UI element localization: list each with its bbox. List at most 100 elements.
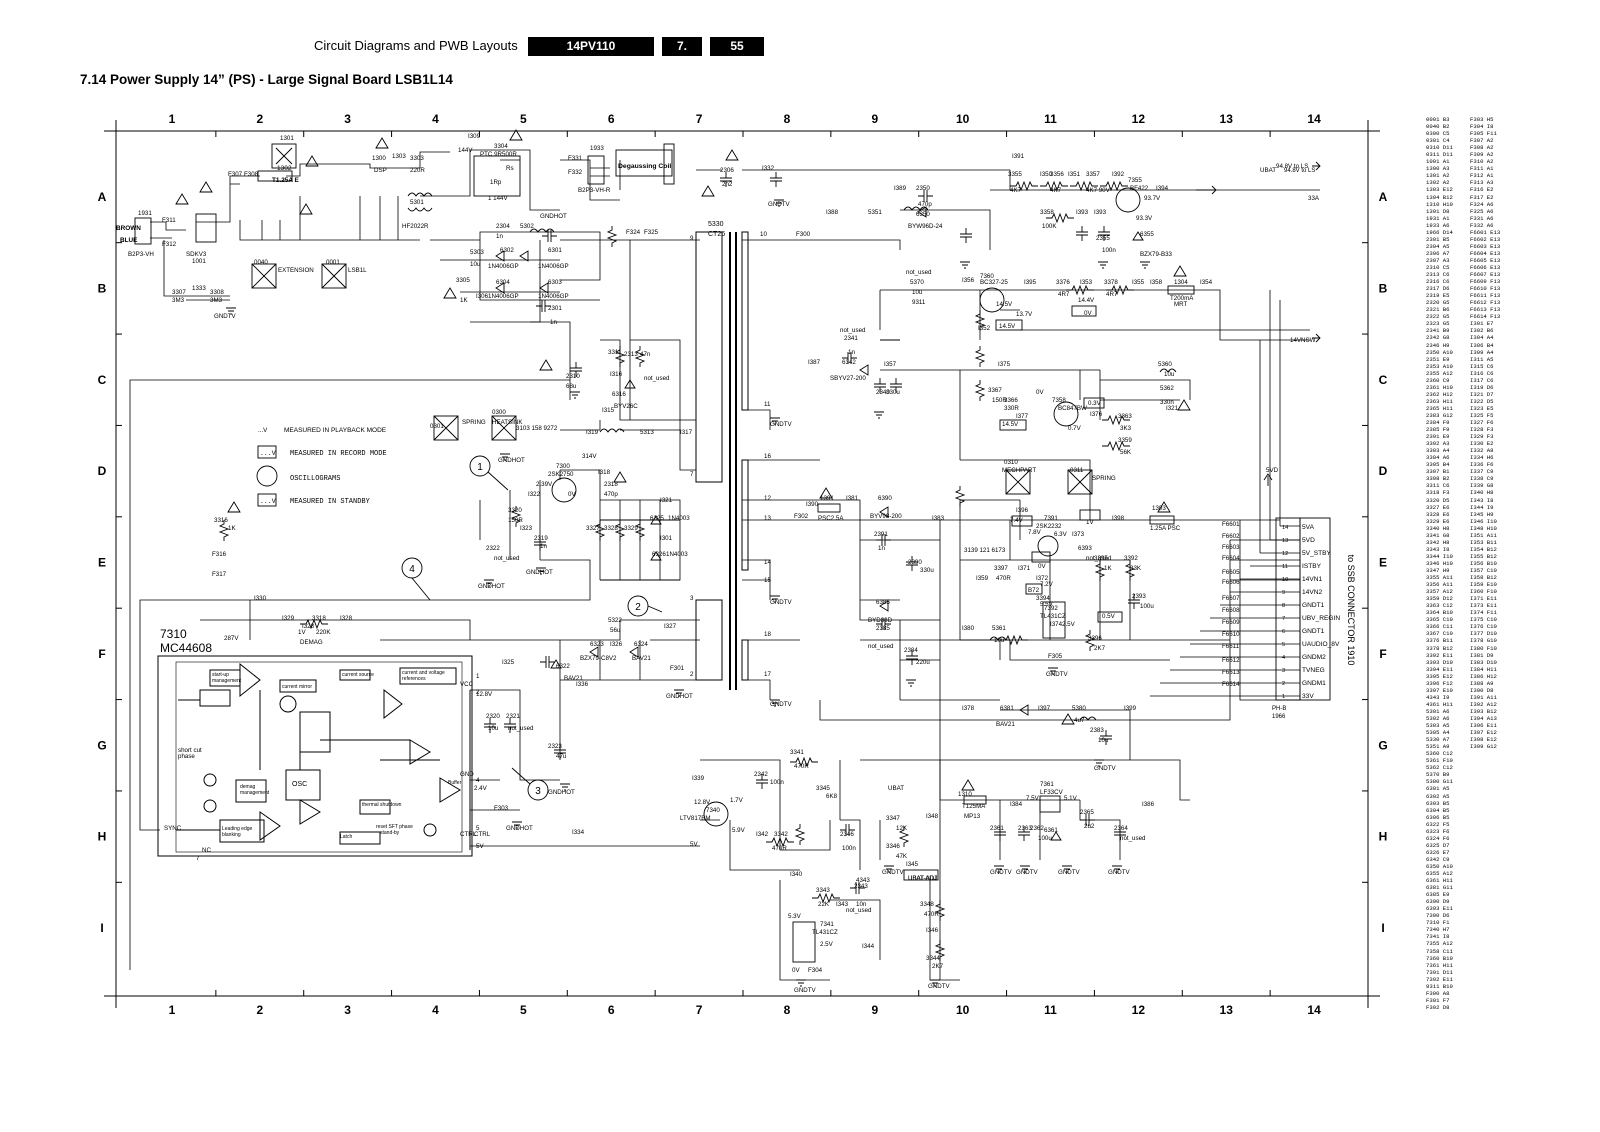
reference-entry: 2362 H12 bbox=[1426, 390, 1453, 398]
reference-entry: 2363 H11 bbox=[1426, 397, 1453, 405]
svg-text:I332: I332 bbox=[762, 165, 775, 172]
svg-text:6301: 6301 bbox=[548, 247, 562, 254]
reference-entry: 6350 A10 bbox=[1426, 862, 1453, 870]
svg-text:144V: 144V bbox=[458, 147, 473, 154]
svg-text:5.1V: 5.1V bbox=[1064, 795, 1078, 802]
reference-entry: 3357 A12 bbox=[1426, 588, 1453, 596]
svg-text:7391: 7391 bbox=[1044, 515, 1058, 522]
svg-text:470p: 470p bbox=[918, 201, 932, 208]
svg-text:demag: demag bbox=[240, 784, 256, 790]
svg-text:BYV98-200: BYV98-200 bbox=[870, 513, 902, 520]
reference-entry: 0311 D11 bbox=[1426, 151, 1453, 159]
svg-text:not_used: not_used bbox=[906, 269, 932, 276]
connector-pin-number: 3 bbox=[1282, 668, 1285, 674]
reference-entry: 5303 A5 bbox=[1426, 722, 1450, 730]
svg-text:start-up: start-up bbox=[212, 672, 229, 678]
svg-text:3304: 3304 bbox=[494, 143, 508, 150]
reference-entry: 7392 E11 bbox=[1426, 975, 1453, 983]
reference-entry: I346 I10 bbox=[1470, 517, 1497, 525]
svg-text:12K: 12K bbox=[896, 825, 908, 832]
reference-entry: 2365 H11 bbox=[1426, 404, 1453, 412]
svg-text:4R7: 4R7 bbox=[1058, 291, 1070, 298]
reference-entry: F6611 F13 bbox=[1470, 292, 1501, 300]
svg-text:I359: I359 bbox=[976, 575, 989, 582]
svg-text:I326: I326 bbox=[610, 641, 623, 648]
svg-text:10u: 10u bbox=[912, 289, 923, 296]
svg-text:100u: 100u bbox=[1038, 835, 1052, 842]
grid-row-label: I bbox=[100, 921, 103, 935]
svg-text:I377: I377 bbox=[1016, 413, 1029, 420]
svg-text:I354: I354 bbox=[1200, 279, 1213, 286]
svg-text:16: 16 bbox=[764, 453, 771, 460]
reference-entry: I355 B12 bbox=[1470, 552, 1497, 560]
header-title: Circuit Diagrams and PWB Layouts bbox=[314, 38, 518, 53]
svg-text:94.8V to LS: 94.8V to LS bbox=[1276, 163, 1308, 170]
svg-text:5VD: 5VD bbox=[1266, 467, 1279, 474]
svg-text:100u: 100u bbox=[1140, 603, 1154, 610]
svg-text:1n: 1n bbox=[550, 319, 557, 326]
reference-entry: 2304 A5 bbox=[1426, 242, 1450, 250]
reference-entry: 5360 C12 bbox=[1426, 750, 1453, 758]
svg-text:I383: I383 bbox=[932, 515, 945, 522]
legend-record-box: ...V bbox=[260, 450, 276, 457]
reference-entry: F303 H5 bbox=[1470, 116, 1494, 123]
reference-entry: 3394 E11 bbox=[1426, 665, 1453, 673]
wiring bbox=[129, 149, 1320, 981]
grid-col-label: 4 bbox=[432, 112, 439, 126]
reference-entry: 7358 C11 bbox=[1426, 947, 1453, 955]
reference-entry: 4343 I9 bbox=[1426, 693, 1450, 701]
svg-text:5V: 5V bbox=[690, 841, 698, 848]
reference-entry: 5302 A6 bbox=[1426, 714, 1450, 722]
svg-text:3356: 3356 bbox=[1050, 171, 1064, 178]
grid-col-label: 14 bbox=[1307, 112, 1321, 126]
svg-text:2385: 2385 bbox=[876, 625, 890, 632]
svg-text:I340: I340 bbox=[790, 871, 803, 878]
reference-entry: F304 I8 bbox=[1470, 123, 1494, 131]
reference-entry: F332 A6 bbox=[1470, 221, 1494, 229]
svg-text:I396: I396 bbox=[1016, 507, 1029, 514]
svg-text:100K: 100K bbox=[1042, 223, 1057, 230]
svg-text:I322: I322 bbox=[528, 491, 541, 498]
svg-text:F6603: F6603 bbox=[1222, 544, 1240, 551]
svg-text:330n: 330n bbox=[1160, 399, 1174, 406]
connector-pin-name: 5V_STBY bbox=[1302, 550, 1332, 557]
svg-text:BAV21: BAV21 bbox=[632, 655, 651, 662]
svg-text:7360: 7360 bbox=[980, 273, 994, 280]
svg-text:6323: 6323 bbox=[590, 641, 604, 648]
grid-row-label: A bbox=[98, 190, 107, 204]
reference-entry: 3393 D10 bbox=[1426, 658, 1453, 666]
reference-entry: 6306 B5 bbox=[1426, 813, 1450, 821]
connector-pin-number: 6 bbox=[1282, 629, 1285, 635]
svg-text:I398: I398 bbox=[1112, 515, 1125, 522]
reference-entry: 3346 H10 bbox=[1426, 559, 1453, 567]
grid-row-label: H bbox=[98, 830, 107, 844]
svg-text:I384: I384 bbox=[1010, 801, 1023, 808]
reference-entry: F6610 F13 bbox=[1470, 285, 1501, 293]
svg-text:3308: 3308 bbox=[210, 289, 224, 296]
grid-ticks bbox=[116, 131, 1368, 996]
svg-text:GNDTV: GNDTV bbox=[214, 313, 237, 320]
svg-text:MP13: MP13 bbox=[964, 813, 981, 820]
svg-text:150R: 150R bbox=[508, 517, 523, 524]
svg-text:BC847BW: BC847BW bbox=[1058, 405, 1087, 412]
reference-entry: I345 H9 bbox=[1470, 510, 1494, 518]
svg-text:GNDTV: GNDTV bbox=[770, 421, 793, 428]
reference-entry: I301 E7 bbox=[1470, 320, 1494, 328]
svg-text:18: 18 bbox=[764, 631, 771, 638]
svg-text:I323: I323 bbox=[520, 525, 533, 532]
svg-text:I317: I317 bbox=[680, 429, 693, 436]
svg-text:68u: 68u bbox=[566, 383, 577, 390]
svg-text:I346: I346 bbox=[926, 927, 939, 934]
connector-pin-name: ISTBY bbox=[1302, 563, 1322, 570]
svg-text:CTRL: CTRL bbox=[460, 831, 477, 838]
svg-text:6350: 6350 bbox=[916, 211, 930, 218]
svg-text:I350: I350 bbox=[1040, 171, 1053, 178]
connector-pin-name: 14VN1 bbox=[1302, 576, 1322, 583]
reference-entry: 3305 B4 bbox=[1426, 461, 1450, 469]
svg-text:I389: I389 bbox=[894, 185, 907, 192]
svg-text:0040: 0040 bbox=[254, 259, 268, 266]
svg-text:short cut: short cut bbox=[178, 747, 202, 754]
svg-text:4343: 4343 bbox=[856, 877, 870, 884]
svg-text:SYNC: SYNC bbox=[164, 825, 182, 832]
svg-text:10u: 10u bbox=[470, 261, 481, 268]
